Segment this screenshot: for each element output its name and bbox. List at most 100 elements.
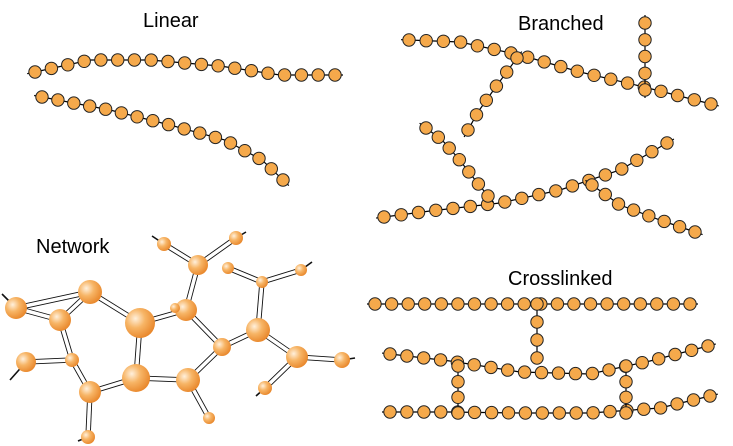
branched-branch-b-bead (481, 189, 495, 203)
network-node (188, 255, 208, 275)
crosslinked-chain-1-bead (467, 297, 482, 311)
crosslink-1-bead (530, 315, 544, 329)
linear-chain-1-bead (94, 53, 108, 67)
branched-lower-chain-bead (498, 195, 512, 209)
crosslinked-chain-1-bead (517, 297, 531, 311)
branched-main-chain-bead (419, 34, 433, 48)
network-node (157, 237, 171, 251)
crosslinked-chain-3-bond (382, 393, 718, 414)
branched-main-chain-bead (402, 33, 416, 47)
branched-main-chain-bead (587, 68, 601, 83)
crosslink-2-bead (451, 390, 465, 404)
branched-branch-c-bead (598, 187, 612, 202)
crosslinked-chain-2-bead (602, 363, 616, 377)
branched-main-chain-bead (604, 72, 618, 86)
branched-main-chain-bead (487, 42, 501, 57)
branched-main-chain-bead (570, 64, 584, 78)
crosslinked-chain-1-bead (368, 297, 382, 311)
linear-chain-1-bead (261, 66, 275, 80)
branched-main-chain-bead (687, 93, 701, 107)
network-node (170, 303, 180, 313)
linear-chain-2-bead (83, 99, 97, 113)
network-node (222, 262, 234, 274)
linear-chain-2-bead (193, 126, 207, 140)
branched-branch-b-bead (431, 130, 445, 144)
branched-lower-chain-bead (660, 136, 674, 150)
crosslinked-chain-1-bead (401, 297, 415, 311)
linear-chain-1-bead (244, 64, 259, 78)
crosslinked-chain-3-bead (637, 402, 651, 416)
branched-main-chain-bead (554, 59, 568, 74)
crosslink-1-bead (530, 351, 544, 365)
crosslinked-chain-2-bead (652, 352, 666, 366)
linear-chain-1-bead (61, 58, 75, 72)
linear-chain-2-bead (114, 106, 129, 120)
network-node (16, 352, 36, 372)
network-node (246, 318, 270, 342)
linear-chain-1-bead (311, 68, 325, 82)
crosslink-2-bead (451, 375, 465, 389)
linear-chain-1-bead (44, 61, 59, 76)
branched-lower-chain-bead (532, 187, 546, 202)
branched-lower-chain-bead (429, 203, 443, 218)
crosslink-1-bead (530, 297, 544, 311)
branched-vertical-branch-bead (638, 66, 652, 81)
branched-branch-b-bead (471, 177, 486, 191)
branched-branch-c-bead (657, 214, 671, 229)
crosslinked-chain-2-bead (668, 347, 682, 362)
network-node (5, 297, 27, 319)
crosslinked-chain-2-bead (701, 339, 715, 353)
crosslinked-chain-1-bead (666, 297, 681, 311)
branched-lower-chain-bead (377, 210, 391, 224)
crosslinked-chain-2-bead (467, 358, 481, 372)
linear-chain-1-bead (161, 54, 175, 69)
crosslinked-chain-1-bead (567, 297, 581, 311)
linear-chain-2-bead (177, 122, 191, 136)
linear-chain-2-bead (264, 162, 278, 176)
crosslinked-chain-3-bead (569, 406, 583, 420)
crosslinked-chain-2-bead (551, 366, 566, 380)
branched-lower-chain-bead (615, 162, 629, 176)
branched-main-chain-bead (620, 76, 635, 90)
branched-branch-c-bead (611, 197, 626, 211)
crosslinked-chain-1-bead (600, 297, 614, 311)
branched-branch-a-bead (510, 51, 524, 65)
network-node (125, 308, 155, 338)
branched-branch-c-bead (672, 220, 687, 234)
branched-main-chain-bead (470, 39, 485, 53)
branched-lower-chain-bead (549, 184, 563, 198)
linear-chain-1-bead (228, 61, 242, 75)
branched-branch-c-bead (642, 209, 656, 223)
crosslinked-chain-3-bead (417, 405, 431, 419)
branched-title: Branched (518, 13, 604, 35)
network-node (79, 381, 101, 403)
linear-chain-1-bead (111, 53, 125, 67)
branched-branch-c-bead (688, 225, 702, 239)
linear-chain-2-bead (130, 110, 144, 124)
network-node (256, 276, 268, 288)
crosslinked-chain-1-bead (384, 297, 399, 311)
linear-chain-1-bead (127, 53, 142, 67)
crosslinked-chain-1-bead (418, 297, 432, 311)
branched-branch-a-bond (463, 51, 523, 138)
crosslink-3-bead (619, 375, 633, 389)
crosslink-3-bead (619, 406, 633, 420)
crosslinked-chain-3-bead (383, 405, 397, 419)
linear-chain-1-bead (194, 57, 209, 72)
branched-lower-chain-bead (598, 168, 613, 182)
crosslinked-chain-2-bead (383, 347, 397, 361)
branched-branch-b-bead (419, 121, 433, 135)
crosslinked-chain-2-bead (534, 365, 549, 380)
branched-branch-a-bead (469, 108, 484, 122)
linear-chain-1-bead (211, 59, 225, 73)
linear-title: Linear (143, 10, 199, 32)
network-node (213, 338, 231, 356)
branched-main-chain-bead (453, 35, 468, 49)
crosslink-1-bead (530, 333, 544, 347)
branched-branch-a-bead (479, 93, 493, 108)
network-bond (261, 267, 301, 281)
branched-lower-chain-bead (446, 201, 460, 216)
branched-branch-b-bead (462, 165, 476, 179)
